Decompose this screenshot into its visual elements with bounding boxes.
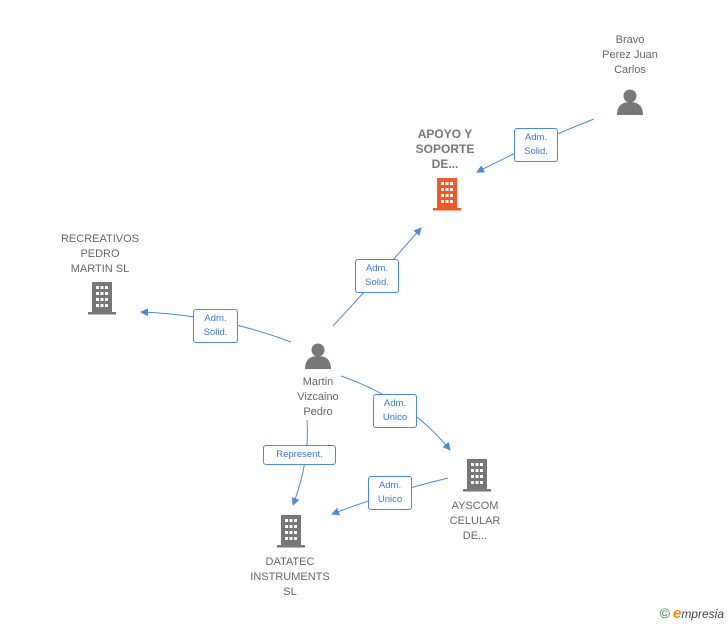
node-label-recreativos[interactable]: RECREATIVOS PEDRO MARTIN SL — [60, 233, 140, 275]
node-label-datatec[interactable]: DATATEC INSTRUMENTS SL — [250, 556, 330, 598]
brand-e: e — [672, 605, 682, 622]
brand-text: mpresia — [681, 607, 724, 621]
relation-box[interactable]: Adm. Unico — [368, 476, 412, 510]
relation-box[interactable]: Adm. Solid. — [355, 259, 399, 293]
relation-box[interactable]: Adm. Unico — [373, 394, 417, 428]
node-label-bravo[interactable]: Bravo Perez Juan Carlos — [602, 34, 658, 76]
building-icon[interactable] — [277, 515, 305, 548]
person-icon[interactable] — [617, 89, 643, 116]
building-icon[interactable] — [88, 282, 116, 315]
relation-box[interactable]: Represent. — [263, 445, 336, 465]
building-icon[interactable] — [463, 459, 491, 492]
building-icon[interactable] — [433, 178, 461, 211]
person-icon[interactable] — [305, 343, 331, 370]
node-label-martin[interactable]: Martin Vizcaino Pedro — [297, 376, 339, 418]
empresia-logo: ©empresia — [660, 605, 724, 622]
node-label-apoyo[interactable]: APOYO Y SOPORTE DE... — [415, 127, 475, 171]
relation-box[interactable]: Adm. Solid. — [193, 309, 238, 343]
node-label-ayscom[interactable]: AYSCOM CELULAR DE... — [449, 500, 501, 542]
relation-box[interactable]: Adm. Solid. — [514, 128, 558, 162]
copyright-symbol: © — [659, 605, 670, 621]
